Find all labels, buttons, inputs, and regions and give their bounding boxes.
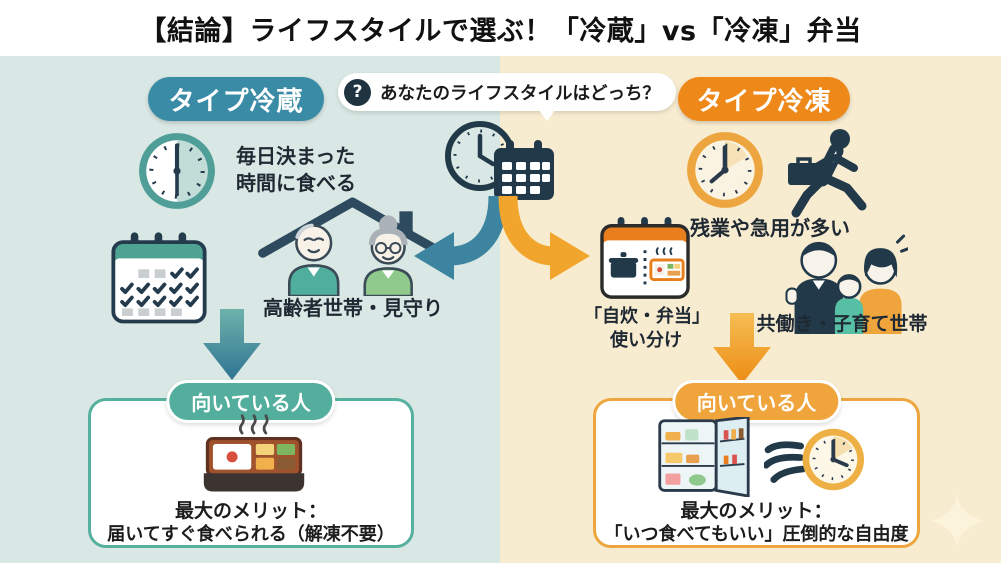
type-frozen-label: タイプ冷凍 <box>696 86 832 117</box>
suited-people-badge-left: 向いている人 <box>166 380 336 423</box>
overtime-label: 残業や急用が多い <box>690 216 850 240</box>
hot-bento-icon <box>203 414 305 492</box>
merit-title-right: 最大のメリット： <box>680 500 833 522</box>
winged-clock-icon <box>764 428 865 491</box>
down-arrow-left-icon <box>203 309 261 380</box>
fixed-time-clock-icon <box>139 133 215 209</box>
checked-calendar-icon <box>111 232 207 324</box>
running-businessman-icon <box>788 129 867 218</box>
usage-line1: 「自炊・弁当」 <box>584 306 710 327</box>
merit-text-left: 届いてすぐ食べられる（解凍不要） <box>107 524 395 545</box>
elderly-couple-house-icon <box>258 197 447 296</box>
fixed-time-line2: 時間に食べる <box>236 171 356 195</box>
merit-text-right: 「いつ食べてもいい」圧倒的な自由度 <box>604 524 909 545</box>
frozen-suited-box: 向いている人 <box>593 380 920 548</box>
fixed-time-label: 毎日決まった 時間に食べる <box>236 143 356 197</box>
elderly-household-label: 高齢者世帯・見守り <box>263 296 443 320</box>
working-family-icon <box>785 234 908 334</box>
type-refrigerated-label: タイプ冷蔵 <box>168 86 304 117</box>
working-household-label: 共働き・子育て世帯 <box>756 313 928 335</box>
cooking-bento-calendar-icon <box>600 216 690 299</box>
type-frozen-badge: タイプ冷凍 <box>678 77 850 121</box>
fixed-time-line1: 毎日決まった <box>236 144 356 168</box>
busy-clock-icon <box>687 132 763 208</box>
speech-bubble-tail <box>538 109 556 121</box>
usage-line2: 使い分け <box>610 330 682 351</box>
usage-label: 「自炊・弁当」 使い分け <box>584 305 710 353</box>
split-arrows-icon <box>414 196 590 280</box>
question-icon: ? <box>344 78 371 106</box>
lifestyle-question-bubble: ? あなたのライフスタイルはどっち？ <box>338 73 676 111</box>
lifestyle-question-label: あなたのライフスタイルはどっち？ <box>380 83 660 104</box>
down-arrow-right-icon <box>713 313 771 384</box>
suited-people-badge-right: 向いている人 <box>671 380 842 423</box>
page-title: 【結論】ライフスタイルで選ぶ！「冷蔵」vs「冷凍」弁当 <box>139 15 862 47</box>
title-bar: 【結論】ライフスタイルで選ぶ！「冷蔵」vs「冷凍」弁当 <box>0 0 1001 56</box>
type-refrigerated-badge: タイプ冷蔵 <box>148 77 324 121</box>
open-fridge-icon <box>658 417 750 497</box>
refrigerated-suited-box: 向いている人 最大のメリット： 届いてすぐ食べられる（解凍不要） <box>88 380 414 548</box>
sparkle-icon <box>930 494 984 548</box>
clock-calendar-icon <box>445 121 554 200</box>
merit-title-left: 最大のメリット： <box>174 500 327 522</box>
